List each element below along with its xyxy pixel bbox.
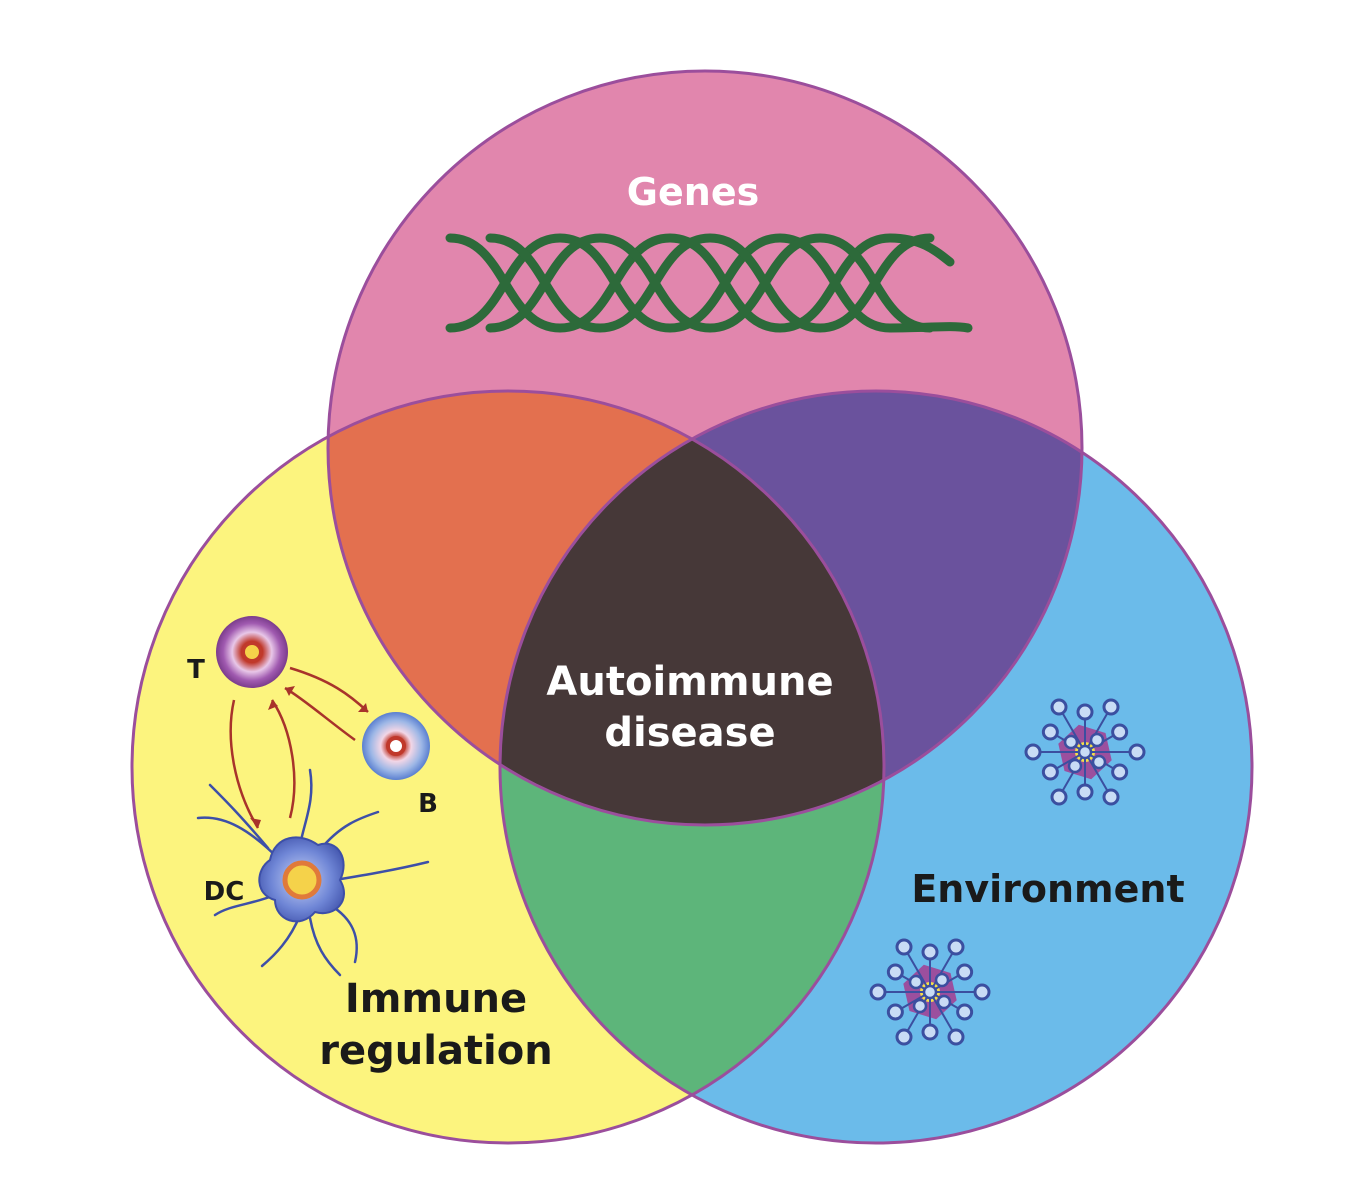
immune-cells-illustration: T B DC [187,616,438,977]
t-cell-label: T [187,655,205,685]
genes-label: Genes [627,170,759,214]
immune-outline [130,389,886,1145]
environment-particle-icon-1 [1024,698,1146,806]
immune-label-line2: regulation [319,1028,552,1074]
center-overlap [500,391,884,825]
environment-particles [869,698,1146,1046]
dendritic-cell-icon [196,768,430,977]
immune-label-line1: Immune [345,976,527,1022]
dc-cell-label: DC [204,877,245,907]
center-label-line2: disease [604,710,775,756]
b-cell-label: B [418,789,438,819]
environment-particle-icon-2 [869,938,991,1046]
genes-outline [326,69,1084,827]
environment-outline [498,389,1254,1145]
environment-label: Environment [911,867,1184,911]
dna-helix-icon [445,233,973,333]
center-label-line1: Autoimmune [546,659,833,705]
